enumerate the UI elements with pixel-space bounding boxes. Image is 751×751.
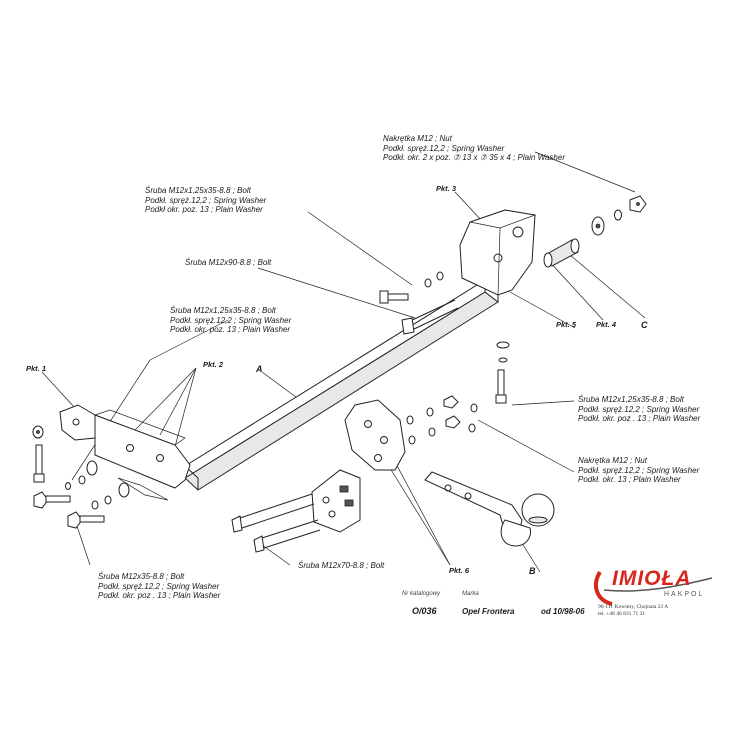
callout-line: Śruba M12x90-8.8 ; Bolt [185,258,272,267]
callout-line: Nakrętka M12 ; Nut [383,134,452,143]
brand-phone: tel. +48 46 831 71 31 [598,611,646,617]
make-label: Marka [462,591,479,597]
brand-logo-text: IMIOŁA [612,567,692,590]
point-tag-6: Pkt. 6 [449,566,470,575]
brand-address: 96-111 Kowiesy, Chojnata 23 A [598,604,669,610]
callout-nut-right: Nakrętka M12 ; Nut Podkł. spręż.12,2 ; S… [578,456,699,485]
callout-bolt-bottom: Śruba M12x35-8.8 ; Bolt Podkł. spręż.12,… [98,572,220,601]
callout-line: Podkł. okr. poz. 13 ; Plain Washer [170,325,291,334]
callout-line: Podkł. spręż.12,2 ; Spring Washer [383,143,505,153]
callout-line: Podkł. spręż.12,2 ; Spring Washer [145,195,267,205]
callout-line: Podkł. okr. poz . 13 ; Plain Washer [578,414,701,423]
callout-line: Podkł. okr. 13 ; Plain Washer [578,475,681,484]
callout-line: Śruba M12x70-8.8 ; Bolt [298,561,385,570]
right-bracket [459,209,537,296]
callout-bolt-70: Śruba M12x70-8.8 ; Bolt [298,561,384,571]
tow-ball-arm [424,471,555,547]
hitch-plate [344,399,406,471]
point-tag-4: Pkt. 4 [596,320,617,329]
callout-line: Podkł. spręż.12,2 ; Spring Washer [578,465,700,475]
callout-bolt-mid: Śruba M12x1,25x35-8.8 ; Bolt Podkł. sprę… [170,306,291,335]
callout-line: Podkł. spręż.12,2 ; Spring Washer [170,315,292,325]
swoosh-icon [594,570,713,606]
callout-line: Śruba M12x1,25x35-8.8 ; Bolt [578,395,684,404]
leader-lines [41,151,646,573]
callout-line: Nakrętka M12 ; Nut [578,456,647,465]
part-letter-c: C [641,320,648,330]
callout-bolt-90: Śruba M12x90-8.8 ; Bolt [185,258,271,268]
point-tag-1: Pkt. 1 [26,364,47,373]
point-tag-3: Pkt. 3 [436,184,457,193]
part-letter-a: A [256,364,263,374]
callout-line: Podkł. spręż.12,2 ; Spring Washer [578,404,700,414]
callout-line: Śruba M12x1,25x35-8.8 ; Bolt [145,186,251,195]
brand-address-block: 96-111 Kowiesy, Chojnata 23 A tel. +48 4… [598,604,668,618]
callout-line: Podkł. spręż.12,2 ; Spring Washer [98,581,220,591]
callout-bolt-right: Śruba M12x1,25x35-8.8 ; Bolt Podkł. sprę… [578,395,700,424]
callout-line: Podkł. okr. poz . 13 ; Plain Washer [98,591,221,600]
point-tag-5: Pkt. 5 [556,320,577,329]
make-value: Opel Frontera [462,607,515,616]
catalog-label: Nr katalogowy [402,591,441,597]
fasteners [32,195,647,510]
brand-sub: HAKPOL [664,591,705,598]
left-bracket [59,404,191,501]
part-letter-b: B [529,566,536,576]
socket-plate [311,469,361,533]
spacer-tube [543,238,580,268]
date-value: od 10/98-06 [541,607,585,616]
point-tag-2: Pkt. 2 [203,360,224,369]
callout-line: Śruba M12x1,25x35-8.8 ; Bolt [170,306,276,315]
callout-bolt-top: Śruba M12x1,25x35-8.8 ; Bolt Podkł. sprę… [145,186,266,215]
catalog-value: O/036 [412,606,437,616]
callout-line: Podkł okr. poz. 13 ; Plain Washer [145,205,263,214]
callout-nut-top: Nakrętka M12 ; Nut Podkł. spręż.12,2 ; S… [383,134,565,163]
callout-line: Śruba M12x35-8.8 ; Bolt [98,572,185,581]
bolts [33,290,507,553]
callout-line: Podkł. okr. 2 x poz. ⑦ 13 x ⑦ 35 x 4 ; P… [383,153,565,162]
